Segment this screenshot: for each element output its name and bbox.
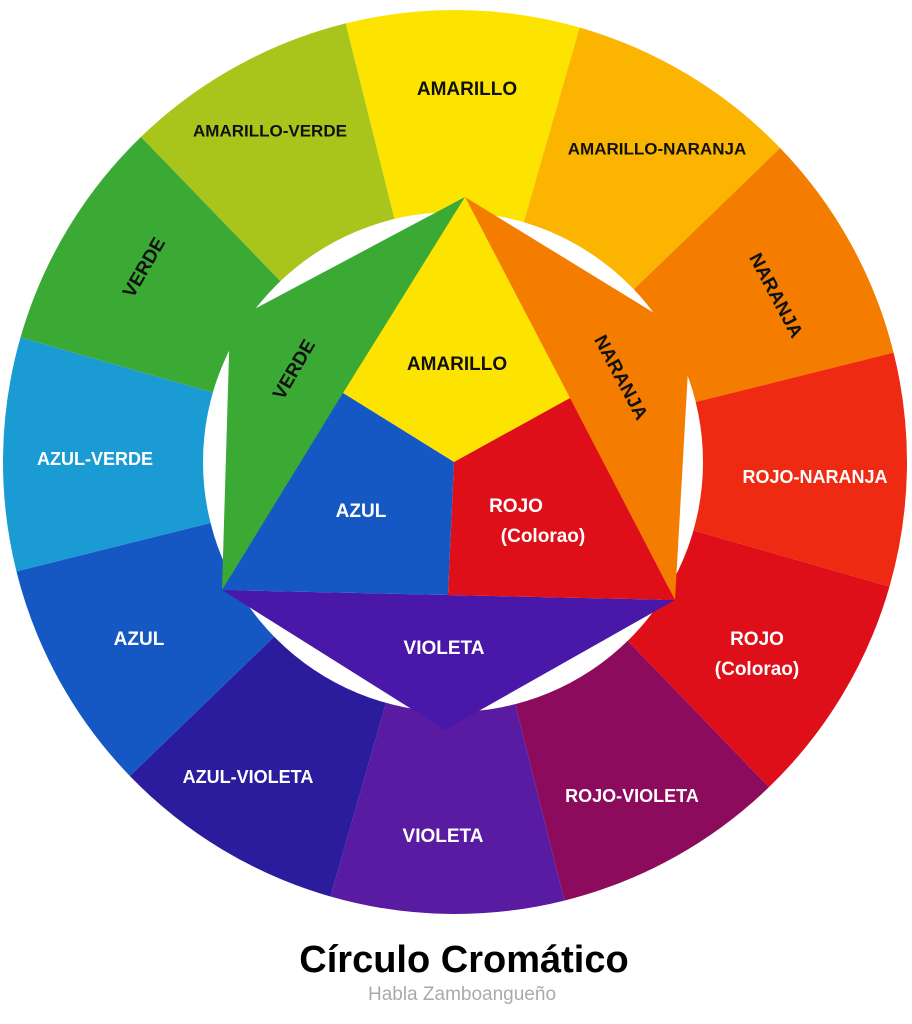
outer-label-rojo-violeta: ROJO-VIOLETA (565, 786, 699, 806)
inner-violeta-region (222, 590, 675, 730)
inner-rojo-region (448, 398, 675, 600)
inner-label-azul: AZUL (336, 501, 387, 522)
outer-label-azul: AZUL (114, 629, 165, 650)
outer-label-violeta: VIOLETA (403, 826, 484, 847)
outer-label-amarillo-verde: AMARILLO-VERDE (193, 121, 347, 140)
outer-label-rojo: ROJO (730, 629, 784, 650)
diagram-title: Círculo Cromático (299, 939, 628, 981)
inner-label-violeta: VIOLETA (404, 638, 485, 659)
outer-label-amarillo: AMARILLO (417, 79, 517, 100)
inner-azul-region (222, 393, 454, 595)
outer-label-amarillo-naranja: AMARILLO-NARANJA (568, 139, 746, 158)
outer-label-azul-verde: AZUL-VERDE (37, 449, 153, 469)
inner-hexagon (222, 197, 690, 730)
outer-label-rojo-sub: (Colorao) (715, 659, 799, 680)
inner-label-rojo-sub: (Colorao) (501, 526, 585, 547)
outer-label-azul-violeta: AZUL-VIOLETA (183, 767, 314, 787)
inner-label-rojo: ROJO (489, 496, 543, 517)
outer-label-rojo-naranja: ROJO-NARANJA (742, 467, 887, 487)
inner-label-amarillo: AMARILLO (407, 354, 507, 375)
inner-naranja-region (465, 197, 690, 600)
inner-amarillo-region (343, 197, 570, 462)
diagram-subtitle: Habla Zamboangueño (368, 984, 556, 1005)
